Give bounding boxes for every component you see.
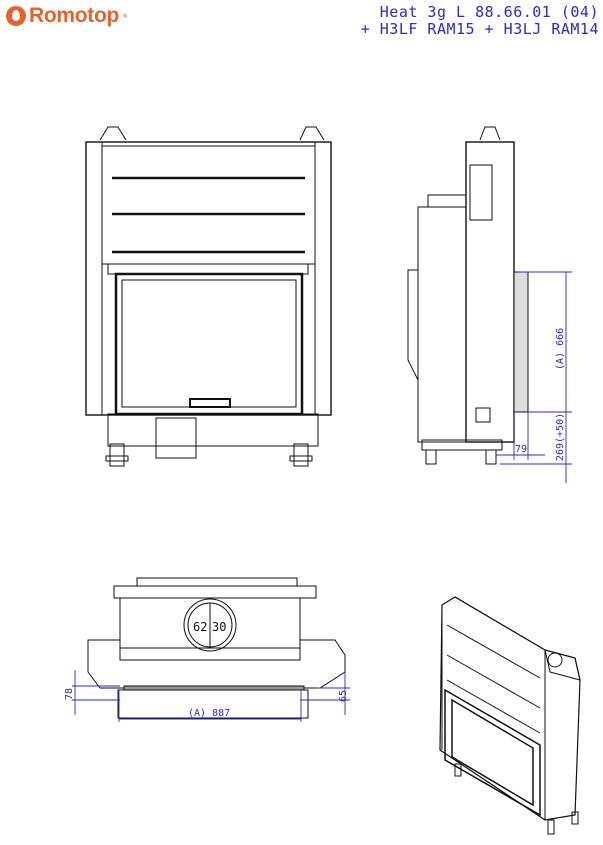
registered-mark: ® [122, 12, 129, 20]
drawing-title: Heat 3g L 88.66.01 (04) + H3LF RAM15 + H… [361, 4, 599, 38]
dim-side-depth: 79 [515, 444, 527, 455]
romotop-logo: Romotop® [6, 4, 128, 28]
top-dimensions [72, 670, 350, 722]
side-dimensions [496, 271, 572, 483]
front-view [85, 126, 332, 467]
dim-top-left: 78 [64, 688, 75, 700]
flue-label-left: 62 [193, 620, 207, 634]
isometric-view [439, 596, 581, 835]
brand-name: Romotop [29, 4, 120, 27]
top-view [87, 577, 346, 719]
title-line-2: + H3LF RAM15 + H3LJ RAM14 [360, 20, 599, 38]
flue-label-right: 30 [212, 620, 226, 634]
dim-top-width: (A) 887 [188, 708, 230, 719]
side-view [407, 126, 529, 465]
title-line-1: Heat 3g L 88.66.01 (04) [379, 3, 599, 21]
flame-icon [6, 6, 26, 26]
dim-top-right: 65 [338, 690, 349, 702]
dim-side-bottom: 269(+50) [555, 413, 566, 461]
dim-side-height: (A) 666 [555, 328, 566, 370]
